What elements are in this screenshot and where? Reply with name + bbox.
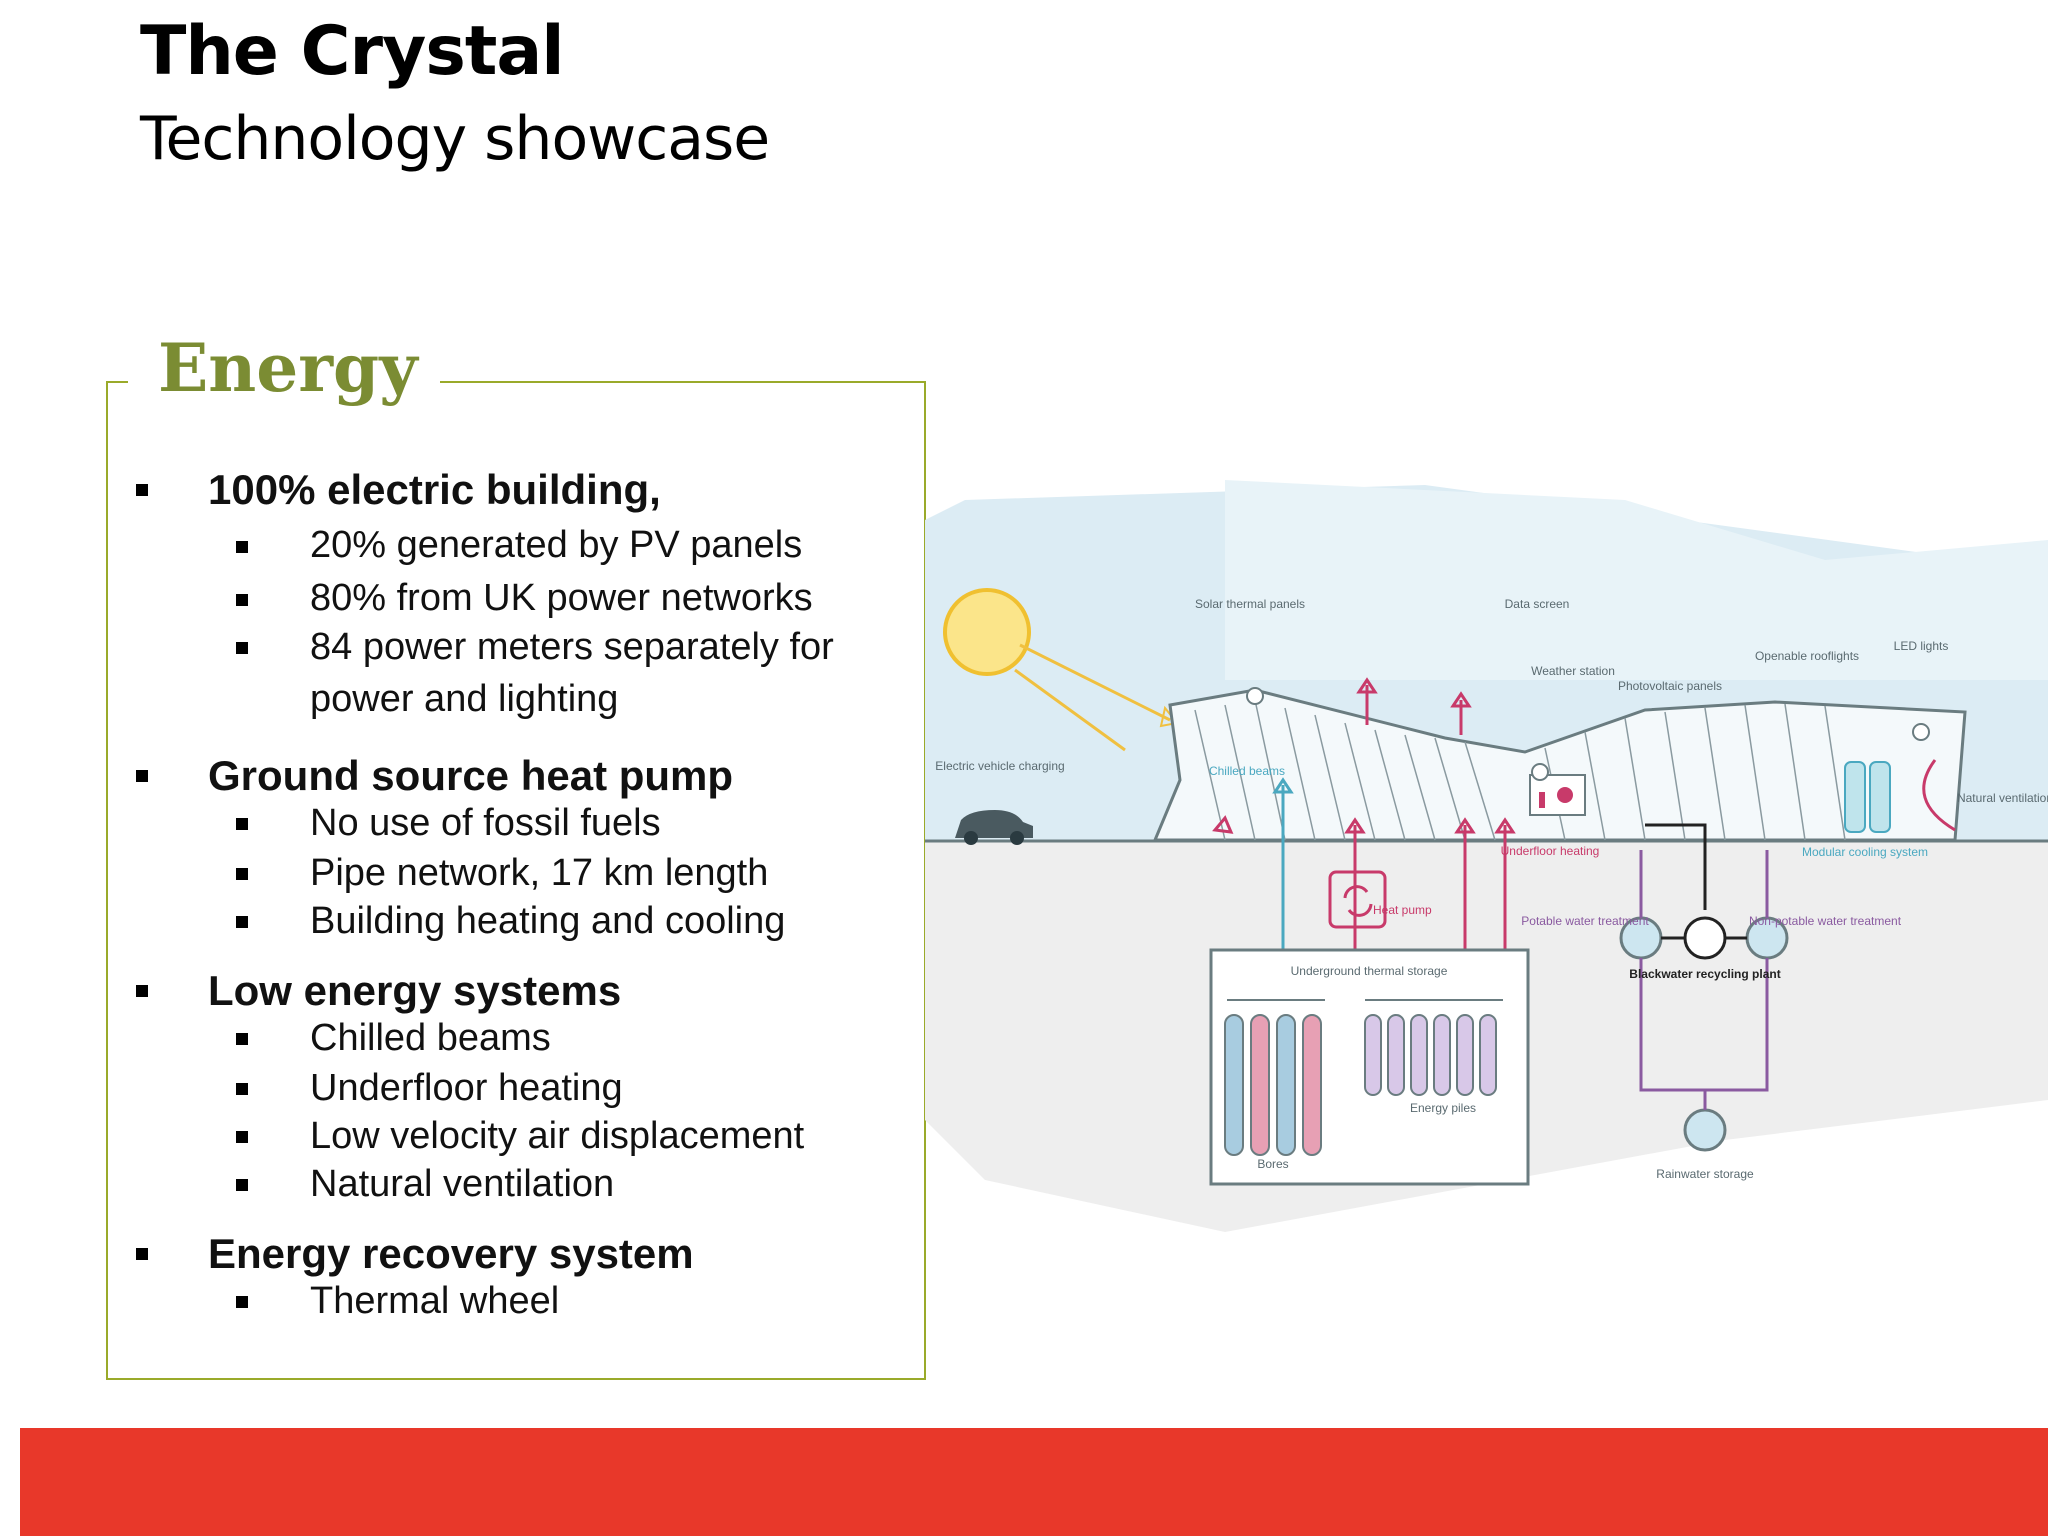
energy-piles bbox=[1364, 1014, 1497, 1096]
label-underground-storage: Underground thermal storage bbox=[1291, 964, 1448, 978]
label-non-potable-water: Non-potable water treatment bbox=[1749, 914, 1902, 928]
bullet-icon bbox=[136, 770, 148, 782]
page-subtitle: Technology showcase bbox=[140, 104, 770, 174]
energy-heading: Energy bbox=[128, 328, 440, 408]
bullet-icon bbox=[236, 868, 248, 880]
list-item: Underfloor heating bbox=[310, 1067, 623, 1109]
label-rooflights: Openable rooflights bbox=[1755, 649, 1859, 663]
label-data-screen: Data screen bbox=[1505, 597, 1570, 611]
blackwater-plant-icon bbox=[1683, 916, 1727, 960]
label-blackwater: Blackwater recycling plant bbox=[1629, 967, 1780, 981]
page-title: The Crystal bbox=[140, 12, 565, 91]
building-energy-diagram: Solar thermal panels Data screen Weather… bbox=[925, 480, 2048, 1232]
bullet-icon bbox=[236, 1179, 248, 1191]
label-modular-cooling: Modular cooling system bbox=[1802, 845, 1928, 859]
bullet-icon bbox=[236, 1131, 248, 1143]
footer-bar bbox=[20, 1428, 2048, 1536]
section-heading: Energy recovery system bbox=[208, 1230, 694, 1277]
label-solar-thermal: Solar thermal panels bbox=[1195, 597, 1305, 611]
section-heading: Low energy systems bbox=[208, 967, 622, 1014]
building-structure bbox=[1152, 688, 1967, 842]
bullet-icon bbox=[136, 484, 148, 496]
bullet-icon bbox=[236, 818, 248, 830]
list-item: Low velocity air displacement bbox=[310, 1115, 805, 1157]
bores bbox=[1224, 1014, 1322, 1156]
bullet-icon bbox=[236, 1296, 248, 1308]
label-ev-charging: Electric vehicle charging bbox=[935, 759, 1064, 773]
label-photovoltaic: Photovoltaic panels bbox=[1618, 679, 1722, 693]
heat-pump-icon bbox=[1328, 870, 1387, 929]
bullet-icon bbox=[236, 594, 248, 606]
label-potable-water: Potable water treatment bbox=[1521, 914, 1649, 928]
section-heading: Ground source heat pump bbox=[208, 752, 734, 799]
list-item-continuation: power and lighting bbox=[310, 678, 619, 720]
label-chilled-beams: Chilled beams bbox=[1209, 764, 1285, 778]
rainwater-storage-icon bbox=[1683, 1108, 1727, 1152]
list-item: 80% from UK power networks bbox=[310, 577, 813, 619]
bullet-icon bbox=[236, 1033, 248, 1045]
list-item: 84 power meters separately for bbox=[310, 626, 834, 668]
section-heading: 100% electric building, bbox=[208, 466, 661, 513]
bullet-icon bbox=[236, 642, 248, 654]
list-item: Chilled beams bbox=[310, 1017, 551, 1059]
bullet-icon bbox=[136, 985, 148, 997]
label-led-lights: LED lights bbox=[1894, 639, 1949, 653]
label-energy-piles: Energy piles bbox=[1410, 1101, 1476, 1115]
label-bores: Bores bbox=[1257, 1157, 1288, 1171]
list-item: Thermal wheel bbox=[310, 1280, 560, 1322]
label-weather-station: Weather station bbox=[1531, 664, 1615, 678]
label-heat-pump: Heat pump bbox=[1373, 903, 1432, 917]
list-item: Pipe network, 17 km length bbox=[310, 852, 769, 894]
label-underfloor-heating: Underfloor heating bbox=[1501, 844, 1600, 858]
bullet-icon bbox=[236, 916, 248, 928]
label-natural-ventilation: Natural ventilation bbox=[1957, 791, 2048, 805]
list-item: Natural ventilation bbox=[310, 1163, 615, 1205]
label-rainwater: Rainwater storage bbox=[1656, 1167, 1754, 1181]
bullet-icon bbox=[236, 1083, 248, 1095]
car-icon bbox=[955, 810, 1033, 845]
bullet-icon bbox=[236, 541, 248, 553]
sun-icon bbox=[943, 588, 1031, 676]
modular-cooling-icon bbox=[1844, 761, 1891, 833]
bullet-icon bbox=[136, 1248, 148, 1260]
list-item: Building heating and cooling bbox=[310, 900, 786, 942]
list-item: No use of fossil fuels bbox=[310, 802, 661, 844]
list-item: 20% generated by PV panels bbox=[310, 524, 803, 566]
